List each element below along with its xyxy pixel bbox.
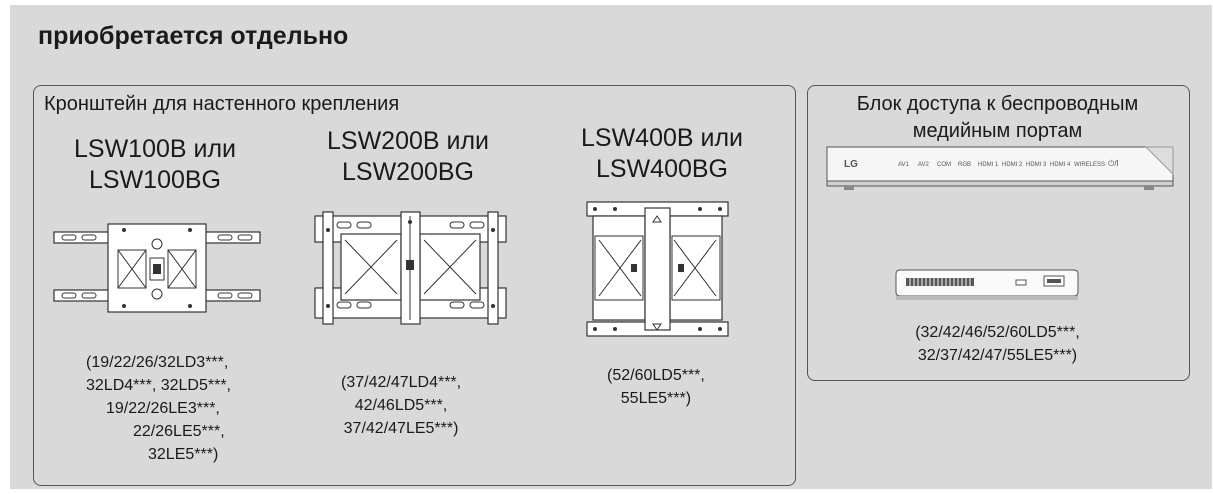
compat-line: 55LE5***) bbox=[620, 390, 692, 407]
wireless-box-back-drawing bbox=[895, 269, 1079, 300]
front-label-rgb: RGB bbox=[958, 162, 971, 168]
compat-list-lsw200: (37/42/47LD4***, 42/46LD5***, 37/42/47LE… bbox=[341, 371, 461, 440]
wireless-box-title: Блок доступа к беспроводным медийным пор… bbox=[807, 91, 1188, 145]
model-lsw200: LSW200B или LSW200BG bbox=[303, 126, 513, 188]
front-label-wireless: WIRELESS bbox=[1074, 162, 1105, 168]
model-name-line1: LSW400B или bbox=[580, 124, 744, 152]
compat-line: 32LD4***, 32LD5***, bbox=[86, 377, 231, 394]
compat-list-lsw100: (19/22/26/32LD3***, 32LD4***, 32LD5***, … bbox=[86, 351, 231, 466]
model-lsw400: LSW400B или LSW400BG bbox=[557, 123, 767, 185]
bracket-lsw400-drawing bbox=[586, 201, 729, 337]
front-label-hdmi2: HDMI 2 bbox=[1002, 162, 1023, 168]
compat-line: (19/22/26/32LD3***, bbox=[86, 354, 229, 371]
front-label-power: ⏻/I bbox=[1108, 159, 1119, 168]
wall-mount-title: Кронштейн для настенного крепления bbox=[44, 93, 400, 115]
page-heading: приобретается отдельно bbox=[38, 22, 349, 50]
wireless-box-section bbox=[807, 85, 1190, 381]
compat-list-lsw400: (52/60LD5***, 55LE5***) bbox=[607, 364, 705, 410]
compat-line: (37/42/47LD4***, bbox=[341, 374, 462, 391]
compat-line: (32/42/46/52/60LD5***, bbox=[915, 324, 1080, 341]
model-name-line2: LSW100BG bbox=[88, 166, 221, 194]
compat-line: 32LE5***) bbox=[148, 446, 219, 463]
front-label-hdmi4: HDMI 4 bbox=[1050, 162, 1071, 168]
compat-line: 37/42/47LE5***) bbox=[343, 420, 459, 437]
model-name-line2: LSW200BG bbox=[341, 158, 474, 186]
front-label-hdmi3: HDMI 3 bbox=[1026, 162, 1047, 168]
wall-mount-box bbox=[33, 85, 796, 486]
front-label-av2: AV2 bbox=[918, 162, 930, 168]
model-name-line1: LSW100B или bbox=[73, 135, 237, 163]
wireless-title-line2: медийным портам bbox=[912, 120, 1083, 142]
wireless-title-line1: Блок доступа к беспроводным bbox=[856, 93, 1139, 115]
front-label-av1: AV1 bbox=[898, 162, 910, 168]
bracket-lsw200-drawing bbox=[314, 211, 507, 325]
compat-list-wireless-box: (32/42/46/52/60LD5***, 32/37/42/47/55LE5… bbox=[807, 321, 1188, 367]
model-name-line2: LSW400BG bbox=[595, 155, 728, 183]
bracket-lsw100-drawing bbox=[53, 223, 261, 313]
wireless-box-front-drawing: LG AV1 AV2 COM RGB HDMI 1 HDMI 2 HDMI 3 … bbox=[826, 146, 1174, 190]
compat-line: 32/37/42/47/55LE5***) bbox=[917, 347, 1078, 364]
compat-line: 22/26LE5***, bbox=[133, 423, 225, 440]
front-label-com: COM bbox=[937, 162, 951, 168]
compat-line: 42/46LD5***, bbox=[354, 397, 448, 414]
compat-line: 19/22/26LE3***, bbox=[106, 400, 220, 417]
front-label-hdmi1: HDMI 1 bbox=[978, 162, 999, 168]
compat-line: (52/60LD5***, bbox=[607, 367, 705, 384]
front-label-lg: LG bbox=[844, 159, 858, 170]
model-name-line1: LSW200B или bbox=[326, 127, 490, 155]
model-lsw100: LSW100B или LSW100BG bbox=[50, 134, 260, 196]
